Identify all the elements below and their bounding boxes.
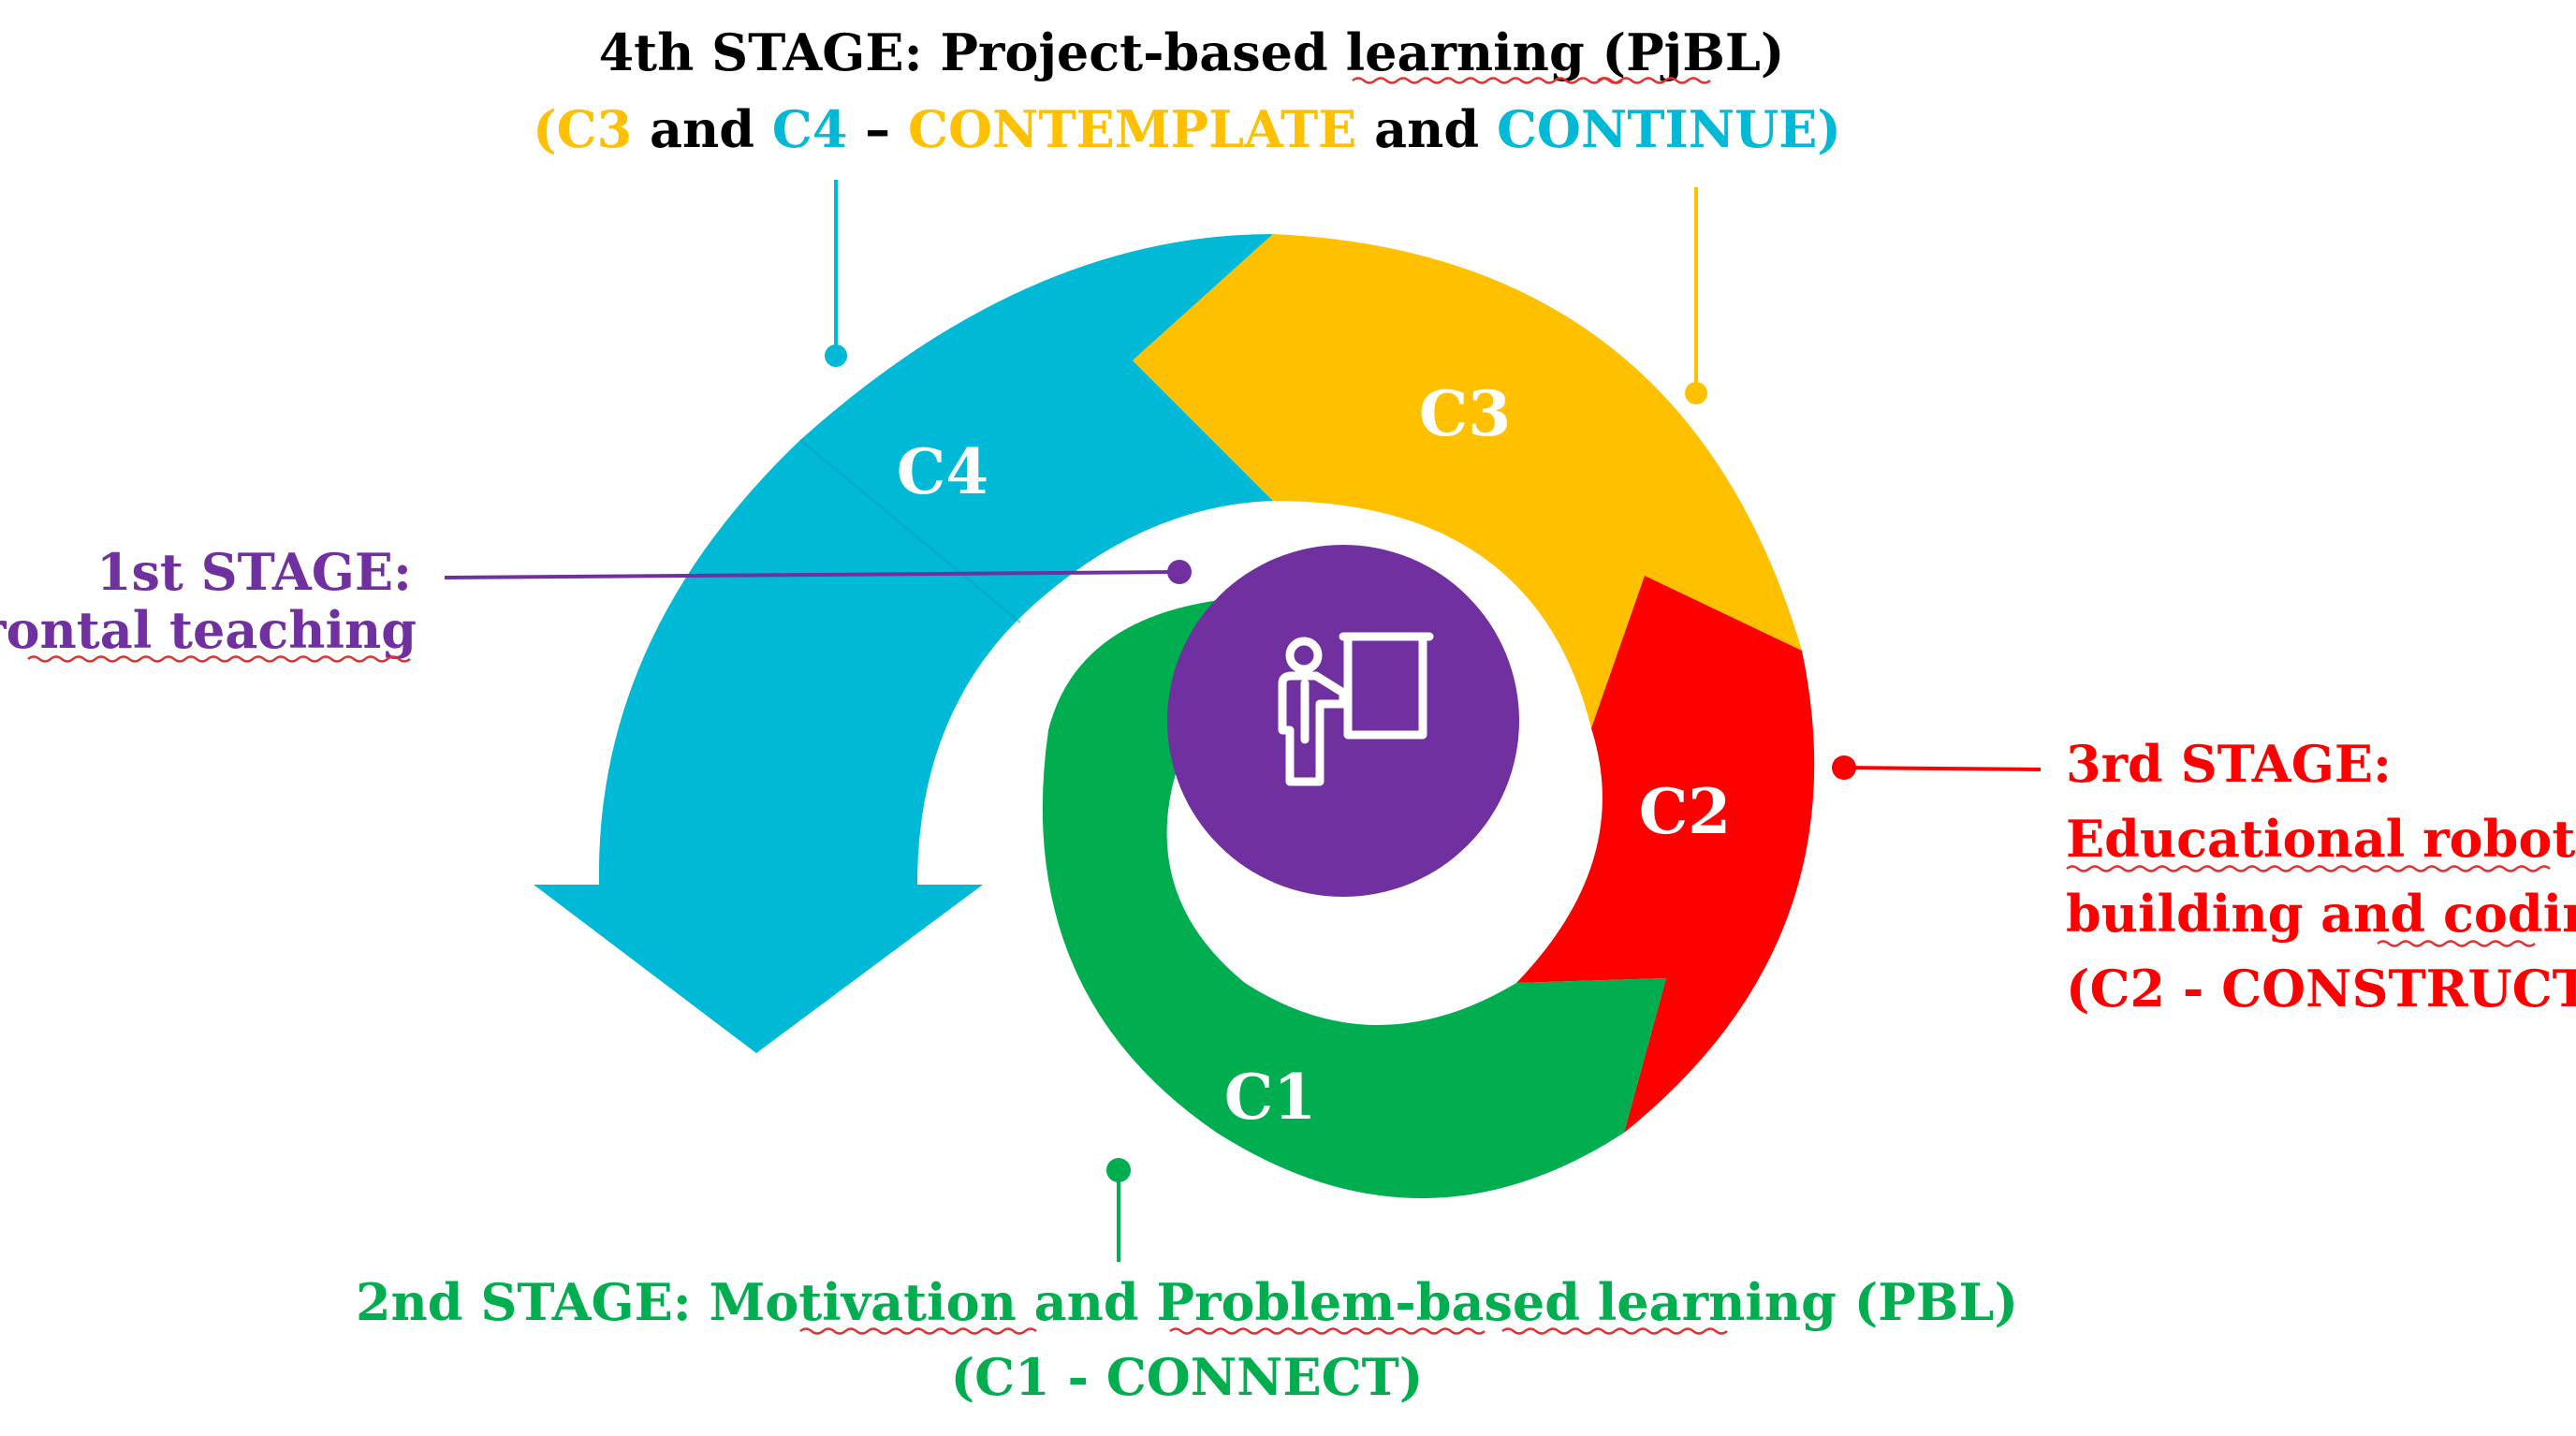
segment-c1-ring bbox=[1042, 599, 1666, 1198]
stage4-connector-c3 bbox=[1685, 187, 1707, 404]
teacher-presentation-icon bbox=[1278, 632, 1434, 786]
segment-c4-label: C4 bbox=[897, 435, 988, 508]
center-circle bbox=[1167, 545, 1519, 897]
stage4-subtitle: (C3 and C4 – CONTEMPLATE and CONTINUE) bbox=[533, 99, 1841, 159]
stage2-connector bbox=[1106, 1158, 1131, 1262]
stage1-label-line2: Frontal teaching bbox=[0, 600, 417, 660]
stage3-label-line2: Educational robotics, bbox=[2066, 809, 2576, 869]
stage4-connector-c4 bbox=[825, 180, 847, 367]
stage3-connector bbox=[1832, 755, 2042, 780]
stage2-label-line1: 2nd STAGE: Motivation and Problem-based … bbox=[356, 1272, 2018, 1332]
stage2-label-line2: (C1 - CONNECT) bbox=[951, 1347, 1424, 1407]
segment-c2-arrow bbox=[1516, 576, 1815, 1133]
stage4-title: 4th STAGE: Project-based learning (PjBL) bbox=[599, 22, 1785, 82]
segment-c3-label: C3 bbox=[1419, 377, 1511, 450]
segment-c3-arrow bbox=[1133, 234, 1802, 728]
stage3-label-line1: 3rd STAGE: bbox=[2066, 734, 2392, 794]
stage1-label-line1: 1st STAGE: bbox=[96, 542, 412, 602]
segment-c2-label: C2 bbox=[1639, 775, 1731, 848]
stage3-label-line3: building and coding bbox=[2066, 884, 2576, 944]
segment-c4-fold bbox=[799, 438, 1021, 624]
stage3-label-line4: (C2 - CONSTRUCT) bbox=[2066, 959, 2576, 1018]
segment-c4-arrow bbox=[534, 234, 1273, 1053]
stage1-connector bbox=[444, 560, 1192, 584]
segment-c1-label: C1 bbox=[1224, 1061, 1316, 1134]
